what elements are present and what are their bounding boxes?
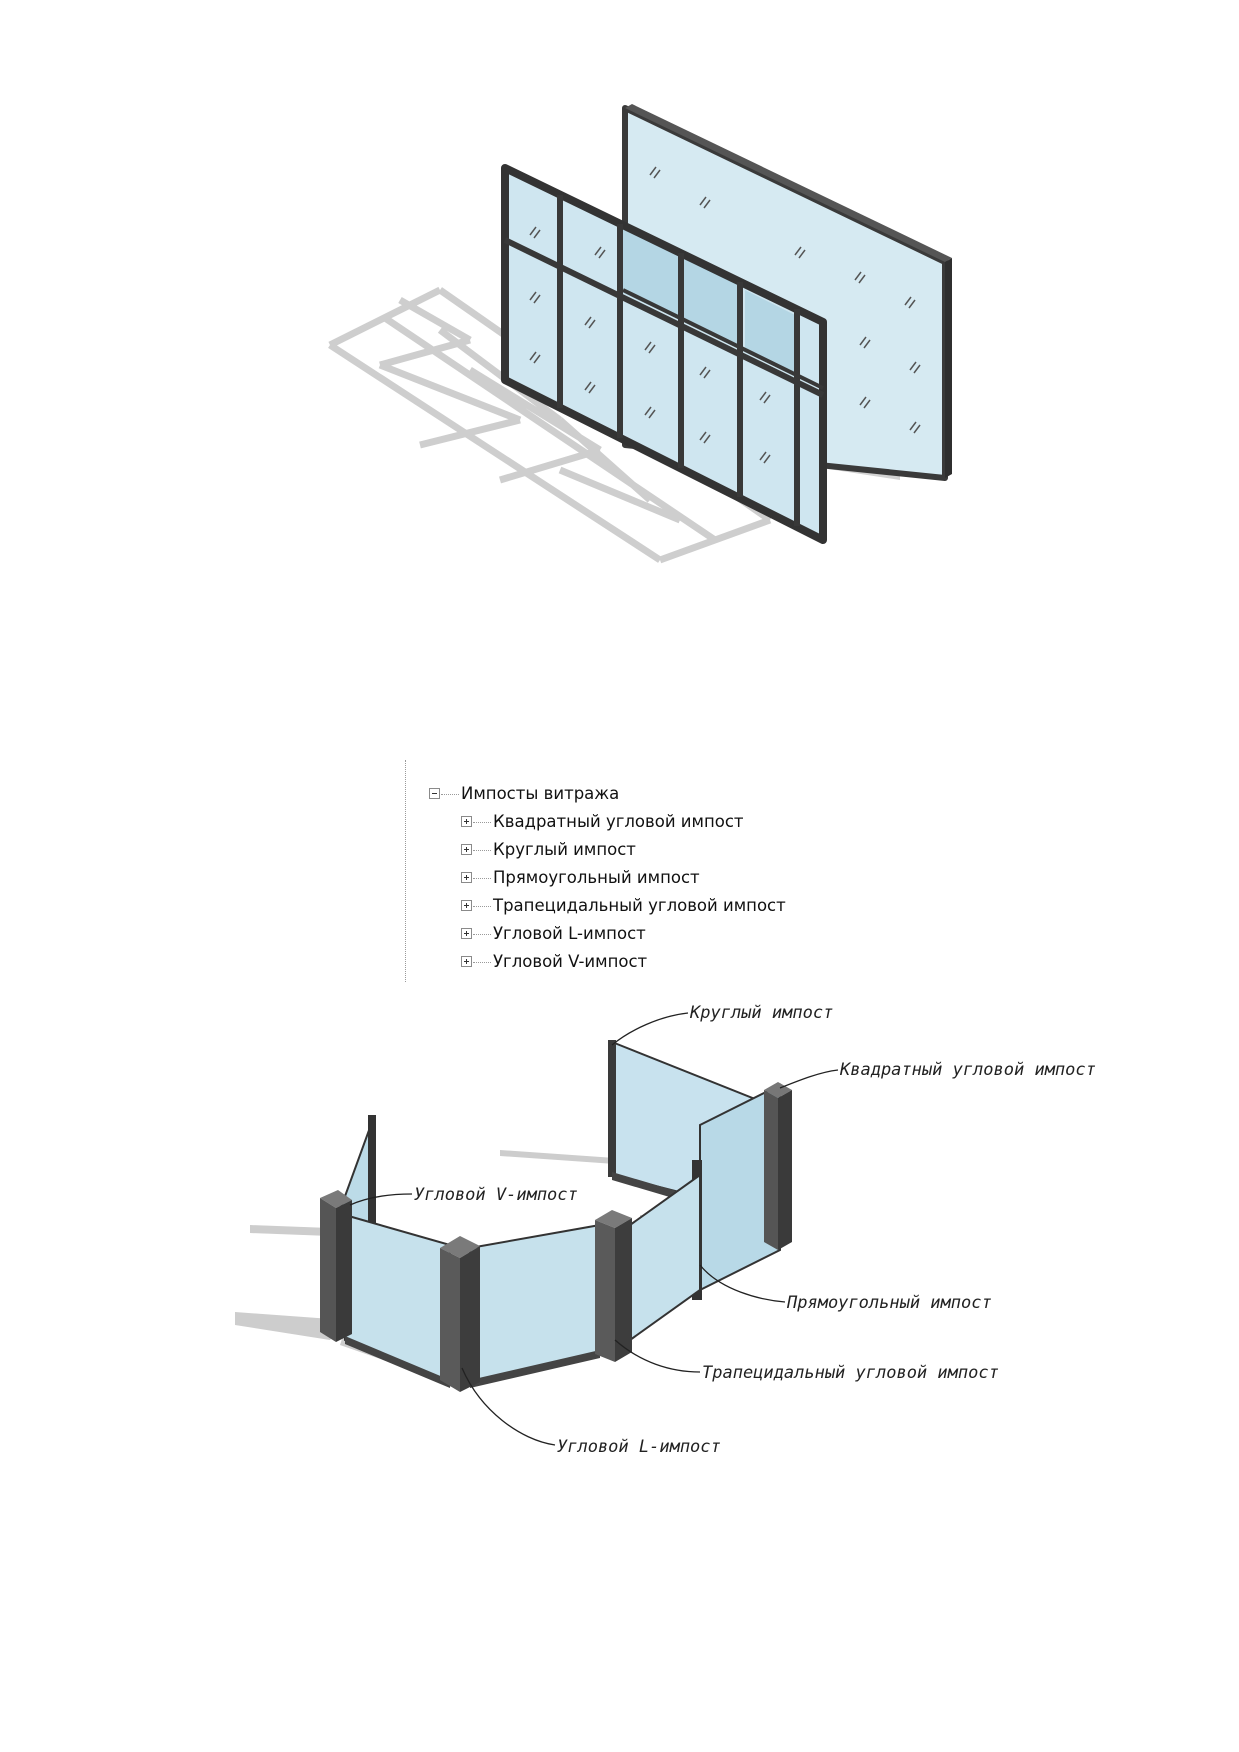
glass-panel-front-middle xyxy=(469,1223,601,1388)
mullion-tree: Импосты витража Квадратный угловой импос… xyxy=(405,760,825,982)
callout-round-mullion: Круглый импост xyxy=(689,1003,833,1023)
trapezoidal-corner-mullion xyxy=(595,1210,632,1362)
expand-icon[interactable] xyxy=(461,844,472,855)
curtain-wall-illustration xyxy=(328,104,952,564)
collapse-icon[interactable] xyxy=(429,788,440,799)
expand-icon[interactable] xyxy=(461,928,472,939)
front-mullion-panel xyxy=(501,164,827,544)
callout-trapezoidal-mullion: Трапецидальный угловой импост xyxy=(702,1363,999,1383)
mullion-types-illustration: Круглый импост Квадратный угловой импост… xyxy=(235,1003,1096,1457)
tree-item-label: Угловой L-импост xyxy=(493,924,646,943)
glass-panel-front-right xyxy=(629,1173,701,1342)
tree-item-label: Квадратный угловой импост xyxy=(493,812,744,831)
expand-icon[interactable] xyxy=(461,816,472,827)
tree-guide-line xyxy=(405,760,406,982)
callout-leaders xyxy=(349,1012,839,1446)
glass-panel-front-left xyxy=(344,1213,451,1388)
expand-icon[interactable] xyxy=(461,900,472,911)
expand-icon[interactable] xyxy=(461,872,472,883)
expand-icon[interactable] xyxy=(461,956,472,967)
tree-item-label: Трапецидальный угловой импост xyxy=(493,896,786,915)
tree-item-label: Прямоугольный импост xyxy=(493,868,700,887)
callout-square-corner-mullion: Квадратный угловой импост xyxy=(839,1060,1096,1080)
corner-l-mullion xyxy=(440,1236,480,1392)
tree-item-label: Угловой V-импост xyxy=(493,952,648,971)
callout-corner-l-mullion: Угловой L-импост xyxy=(557,1437,721,1457)
glass-hatch-marks xyxy=(529,166,921,464)
square-corner-mullion xyxy=(764,1082,792,1250)
callout-corner-v-mullion: Угловой V-импост xyxy=(414,1185,578,1205)
callout-rectangular-mullion: Прямоугольный импост xyxy=(786,1293,992,1313)
tree-item-label: Круглый импост xyxy=(493,840,636,859)
tree-root-label: Импосты витража xyxy=(461,784,620,803)
corner-v-mullion xyxy=(320,1190,352,1342)
